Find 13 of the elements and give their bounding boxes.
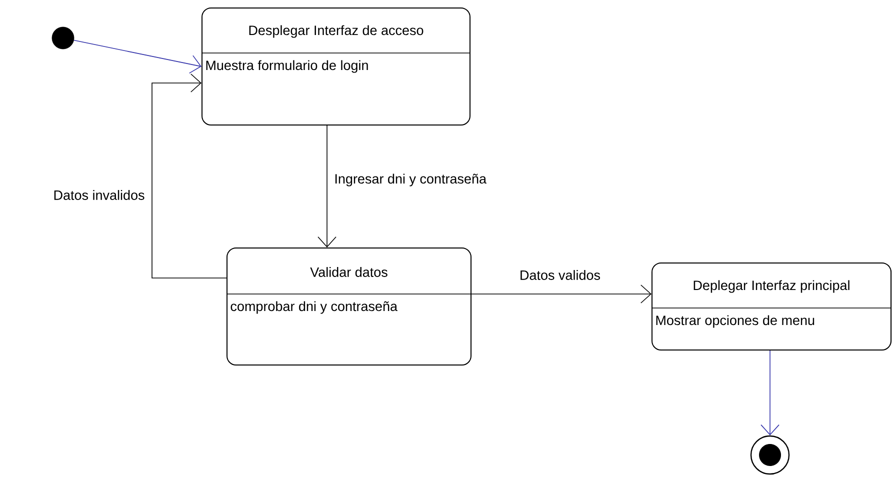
arrow bbox=[760, 350, 780, 436]
arrow bbox=[318, 125, 336, 248]
state-box: Desplegar Interfaz de acceso Muestra formulario de login bbox=[202, 8, 470, 126]
edge-label: Datos validos bbox=[518, 269, 602, 281]
arrow bbox=[471, 284, 652, 304]
edge-label: Ingresar dni y contraseña bbox=[333, 172, 488, 188]
state-box: Validar datos comprobar dni y contraseña bbox=[226, 248, 472, 366]
final-state bbox=[750, 435, 790, 475]
arrow bbox=[152, 74, 227, 278]
state-box: Deplegar Interfaz principal Mostrar opciones de menu bbox=[652, 262, 892, 350]
initial-state bbox=[52, 26, 74, 50]
arrow bbox=[74, 40, 202, 74]
edge-label: Datos invalidos bbox=[52, 189, 146, 201]
